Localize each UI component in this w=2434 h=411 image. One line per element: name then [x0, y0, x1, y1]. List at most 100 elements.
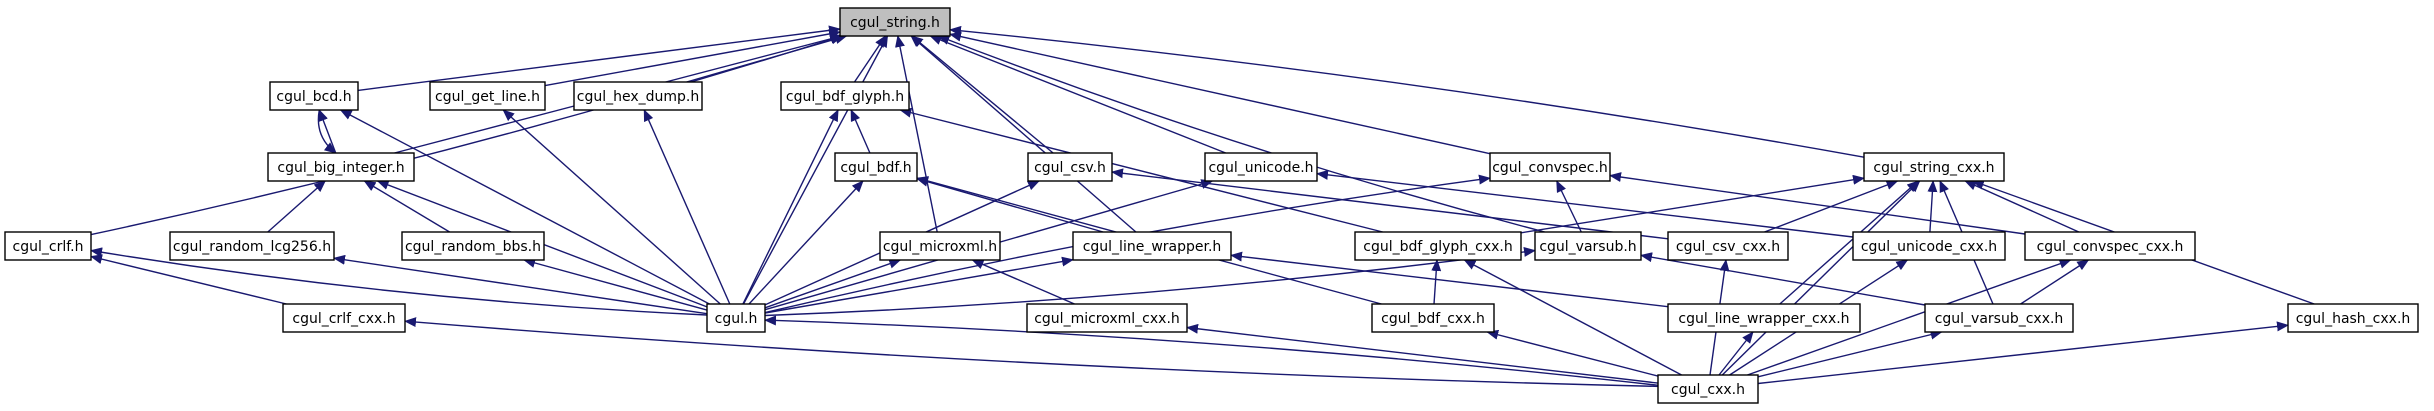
node-cgul-microxml-cxx-h[interactable]: cgul_microxml_cxx.h — [1026, 303, 1188, 333]
node-cgul-crlf-cxx-h[interactable]: cgul_crlf_cxx.h — [282, 303, 406, 333]
node-cgul-bcd-h[interactable]: cgul_bcd.h — [269, 81, 359, 111]
edge-cgul-bcd-h-to-cgul-string-h — [357, 25, 841, 92]
edge-cgul-convspec-h-to-cgul-string-h — [949, 31, 1491, 155]
edge-cgul-h-to-cgul-string-h — [742, 35, 889, 305]
node-cgul-hash-cxx-h[interactable]: cgul_hash_cxx.h — [2287, 303, 2419, 333]
edge-cgul-varsub-h-to-cgul-string-h — [937, 35, 1545, 233]
edge-cgul-bcd-h-to-cgul-big-integer-h — [317, 109, 337, 154]
node-cgul-hex-dump-h[interactable]: cgul_hex_dump.h — [573, 81, 703, 111]
edge-cgul-cxx-h-to-cgul-convspec-cxx-h — [1747, 258, 2072, 376]
edge-cgul-h-to-cgul-random-bbs-h — [523, 258, 708, 311]
edge-cgul-h-to-cgul-hex-dump-h — [643, 109, 731, 305]
node-label: cgul_string_cxx.h — [1873, 160, 1994, 176]
node-label: cgul_bcd.h — [276, 89, 351, 105]
node-box — [879, 231, 1001, 261]
node-box — [573, 81, 703, 111]
node-cgul-random-lcg256-h[interactable]: cgul_random_lcg256.h — [169, 231, 335, 261]
node-label: cgul_convspec_cxx.h — [2037, 239, 2184, 255]
node-label: cgul_cxx.h — [1671, 382, 1745, 398]
node-cgul-line-wrapper-cxx-h[interactable]: cgul_line_wrapper_cxx.h — [1667, 303, 1861, 333]
node-cgul-cxx-h[interactable]: cgul_cxx.h — [1657, 374, 1759, 404]
node-cgul-h[interactable]: cgul.h — [706, 303, 766, 333]
edge-cgul-convspec-cxx-h-to-cgul-convspec-h — [1609, 172, 2026, 235]
node-box — [269, 81, 359, 111]
edge-cgul-h-to-cgul-bdf-h — [748, 180, 864, 305]
edge-cgul-crlf-cxx-h-to-cgul-crlf-h — [90, 254, 287, 305]
edge-cgul-cxx-h-to-cgul-h — [764, 315, 1659, 386]
node-cgul-get-line-h[interactable]: cgul_get_line.h — [429, 81, 546, 111]
node-cgul-crlf-h[interactable]: cgul_crlf.h — [4, 231, 92, 261]
edge-cgul-h-to-cgul-bdf-glyph-h — [742, 109, 839, 305]
edge-cgul-h-to-cgul-microxml-h — [764, 258, 902, 309]
node-label: cgul_crlf.h — [13, 239, 84, 255]
edge-cgul-bdf-cxx-h-to-cgul-bdf-glyph-cxx-h — [1431, 259, 1442, 305]
edge-cgul-varsub-cxx-h-to-cgul-convspec-cxx-h — [2020, 259, 2090, 305]
node-box — [1667, 231, 1789, 261]
edge-cgul-random-bbs-h-to-cgul-big-integer-h — [363, 180, 450, 233]
edge-cgul-unicode-h-to-cgul-string-h — [929, 35, 1226, 154]
edge-cgul-line-wrapper-h-to-cgul-bdf-h — [916, 176, 1104, 233]
node-cgul-convspec-h[interactable]: cgul_convspec.h — [1489, 152, 1611, 182]
edge-cgul-cxx-h-to-cgul-hash-cxx-h — [1757, 321, 2289, 385]
node-box — [1026, 303, 1188, 333]
edge-cgul-varsub-cxx-h-to-cgul-varsub-h — [1640, 252, 1926, 306]
node-label: cgul_bdf_cxx.h — [1381, 311, 1485, 327]
edge-layer — [90, 25, 2315, 388]
edge-cgul-cxx-h-to-cgul-crlf-cxx-h — [404, 317, 1659, 388]
node-cgul-bdf-h[interactable]: cgul_bdf.h — [834, 152, 918, 182]
node-label: cgul_microxml_cxx.h — [1034, 311, 1180, 327]
edge-cgul-bdf-glyph-cxx-h-to-cgul-bdf-glyph-h — [899, 107, 1383, 233]
edge-cgul-bdf-h-to-cgul-bdf-glyph-h — [850, 109, 871, 154]
edge-cgul-cxx-h-to-cgul-string-cxx-h — [1721, 180, 1921, 376]
node-cgul-varsub-cxx-h[interactable]: cgul_varsub_cxx.h — [1924, 303, 2074, 333]
edge-cgul-bdf-glyph-cxx-h-to-cgul-string-cxx-h — [1520, 174, 1865, 234]
node-label: cgul_hash_cxx.h — [2296, 311, 2411, 327]
node-cgul-unicode-cxx-h[interactable]: cgul_unicode_cxx.h — [1852, 231, 2006, 261]
edge-cgul-microxml-h-to-cgul-string-h — [895, 35, 938, 233]
edge-cgul-cxx-h-to-cgul-bdf-glyph-cxx-h — [1463, 259, 1682, 376]
node-cgul-line-wrapper-h[interactable]: cgul_line_wrapper.h — [1072, 231, 1232, 261]
node-cgul-string-cxx-h[interactable]: cgul_string_cxx.h — [1863, 152, 2005, 182]
edge-cgul-convspec-cxx-h-to-cgul-string-cxx-h — [1964, 180, 2080, 233]
edge-cgul-cxx-h-to-cgul-microxml-cxx-h — [1186, 323, 1659, 384]
edge-cgul-microxml-cxx-h-to-cgul-microxml-h — [971, 259, 1075, 305]
node-box — [169, 231, 335, 261]
node-cgul-bdf-glyph-cxx-h[interactable]: cgul_bdf_glyph_cxx.h — [1354, 231, 1522, 261]
node-cgul-varsub-h[interactable]: cgul_varsub.h — [1534, 231, 1642, 261]
node-cgul-csv-cxx-h[interactable]: cgul_csv_cxx.h — [1667, 231, 1789, 261]
edge-cgul-h-to-cgul-random-lcg256-h — [333, 254, 708, 315]
node-label: cgul_unicode.h — [1208, 160, 1313, 176]
node-cgul-unicode-h[interactable]: cgul_unicode.h — [1204, 152, 1318, 182]
node-box — [1489, 152, 1611, 182]
node-box — [1371, 303, 1495, 333]
node-box — [839, 7, 951, 37]
node-cgul-convspec-cxx-h[interactable]: cgul_convspec_cxx.h — [2024, 231, 2196, 261]
node-cgul-bdf-glyph-h[interactable]: cgul_bdf_glyph.h — [780, 81, 910, 111]
node-box — [1852, 231, 2006, 261]
edge-cgul-cxx-h-to-cgul-bdf-cxx-h — [1486, 329, 1659, 377]
node-label: cgul_random_lcg256.h — [173, 239, 331, 255]
node-label: cgul_crlf_cxx.h — [292, 311, 395, 327]
node-cgul-microxml-h[interactable]: cgul_microxml.h — [879, 231, 1001, 261]
edge-cgul-string-cxx-h-to-cgul-string-h — [949, 25, 1865, 158]
node-cgul-bdf-cxx-h[interactable]: cgul_bdf_cxx.h — [1371, 303, 1495, 333]
node-cgul-csv-h[interactable]: cgul_csv.h — [1027, 152, 1113, 182]
node-box — [780, 81, 910, 111]
edge-cgul-cxx-h-to-cgul-varsub-cxx-h — [1757, 329, 1943, 378]
node-cgul-random-bbs-h[interactable]: cgul_random_bbs.h — [401, 231, 545, 261]
edge-cgul-get-line-h-to-cgul-string-h — [544, 29, 841, 87]
node-box — [401, 231, 545, 261]
node-box — [1204, 152, 1318, 182]
node-cgul-string-h[interactable]: cgul_string.h — [839, 7, 951, 37]
edge-cgul-varsub-h-to-cgul-convspec-h — [1556, 180, 1582, 233]
node-label: cgul_bdf_glyph_cxx.h — [1363, 239, 1512, 255]
edge-cgul-big-integer-h-to-cgul-bcd-h — [318, 109, 337, 154]
node-cgul-big-integer-h[interactable]: cgul_big_integer.h — [267, 152, 415, 182]
node-box — [1657, 374, 1759, 404]
edge-cgul-h-to-cgul-varsub-h — [764, 246, 1536, 317]
edge-cgul-h-to-cgul-bcd-h — [339, 109, 710, 305]
edge-cgul-csv-h-to-cgul-string-h — [911, 35, 1054, 154]
node-label: cgul_csv.h — [1034, 160, 1106, 176]
node-label: cgul_bdf.h — [840, 160, 911, 176]
